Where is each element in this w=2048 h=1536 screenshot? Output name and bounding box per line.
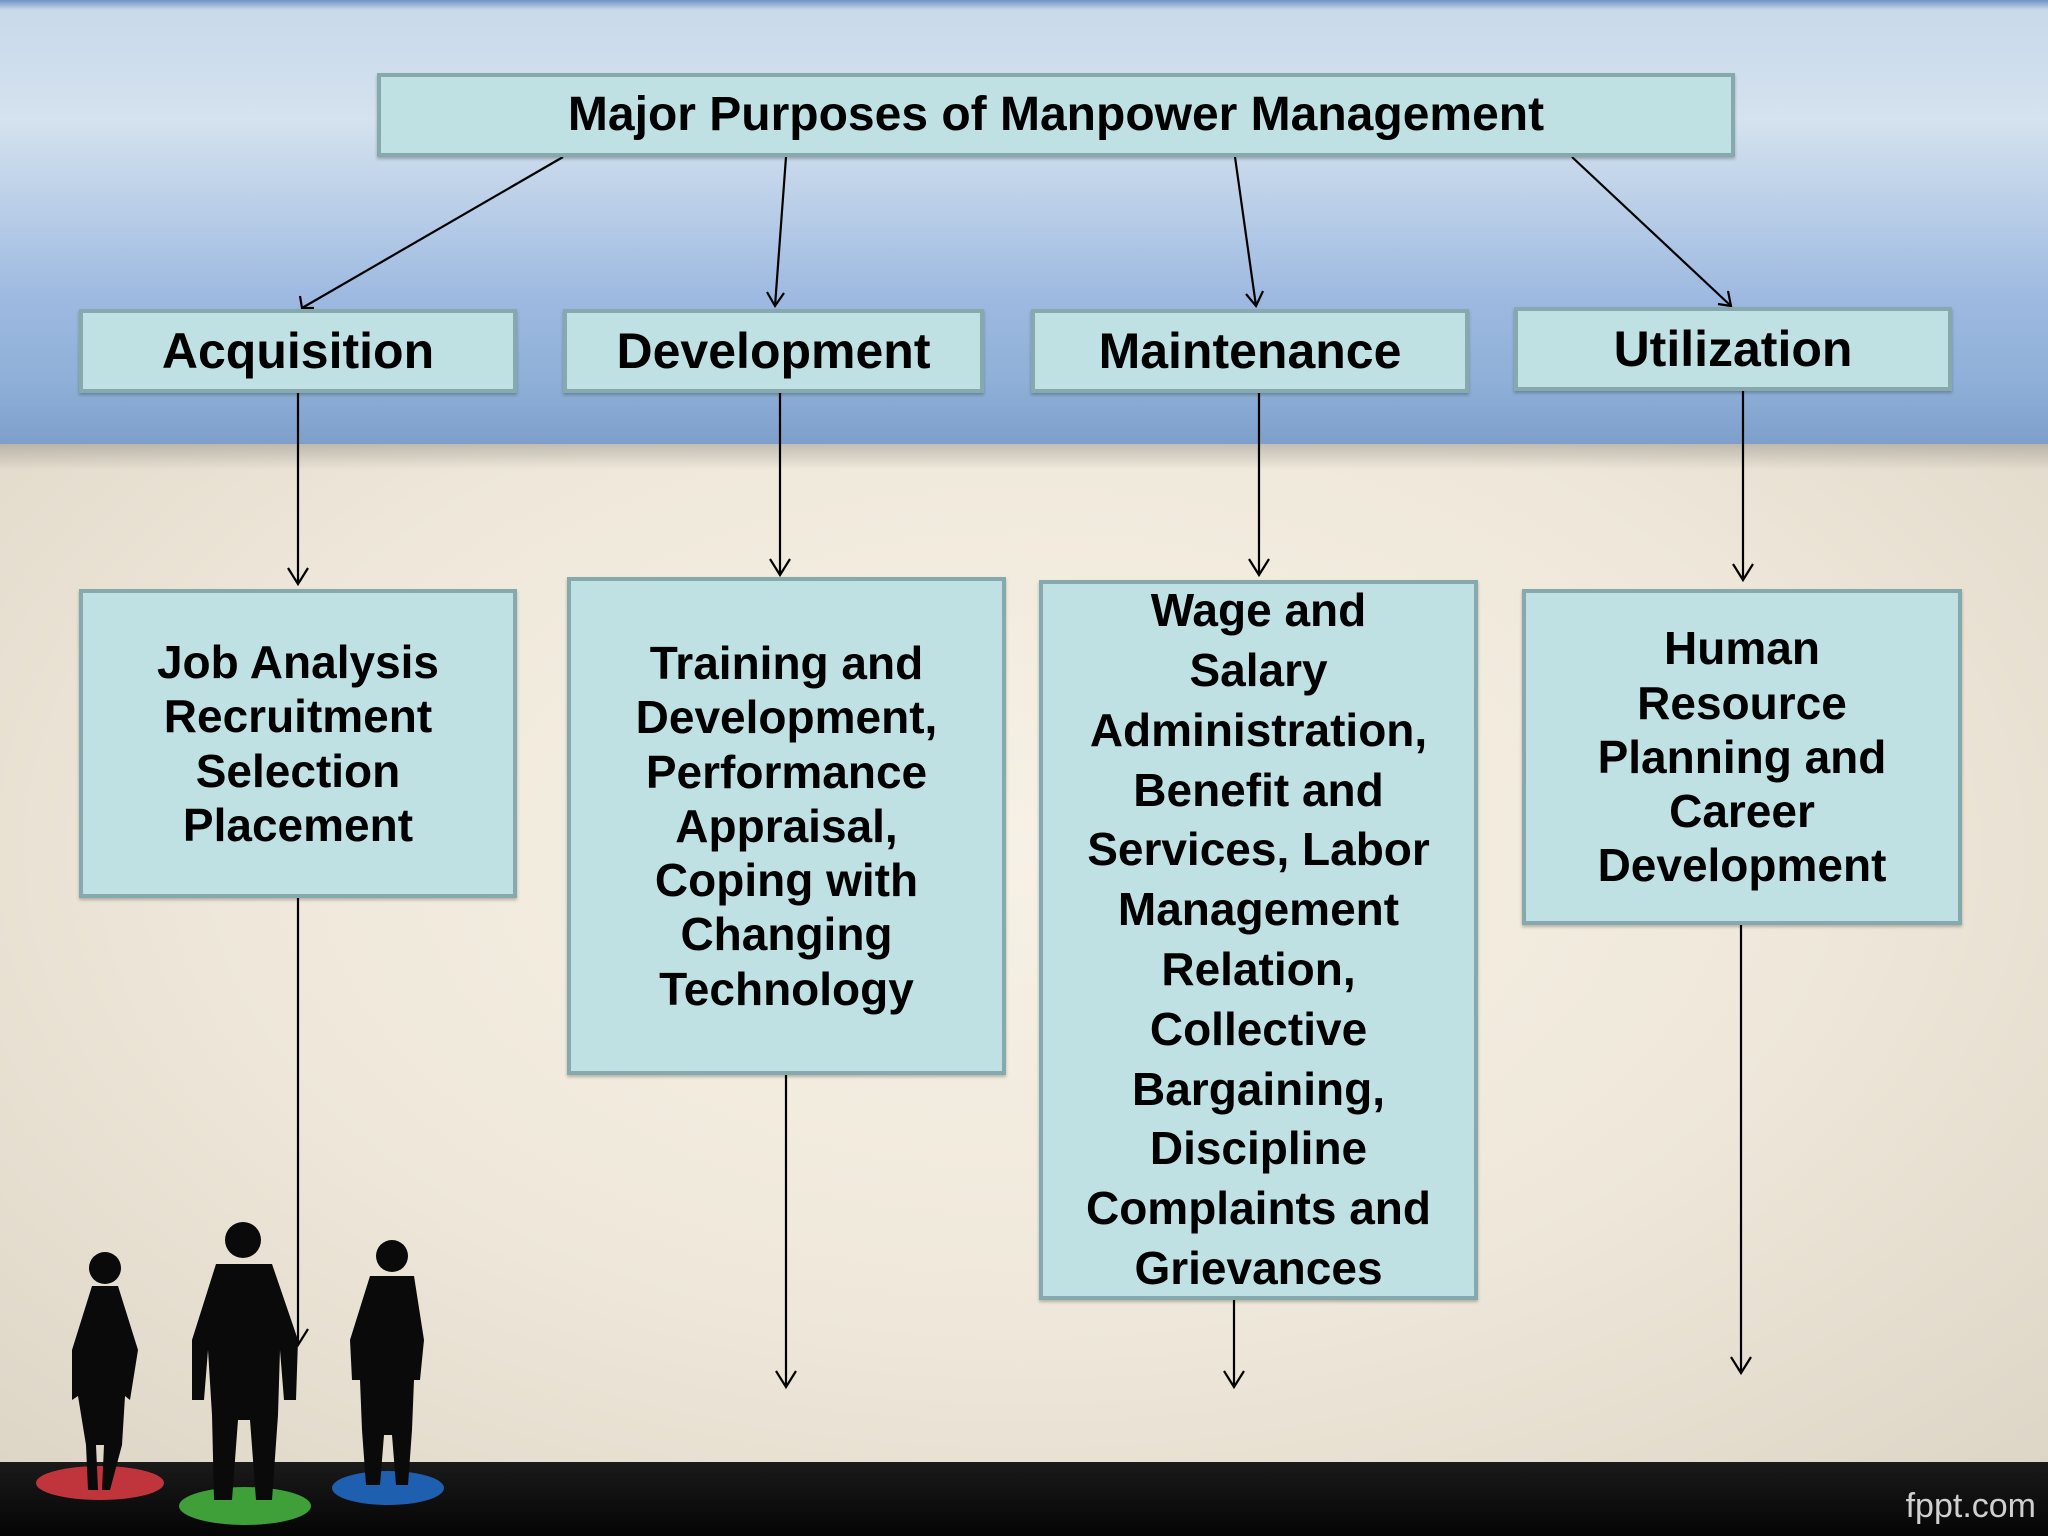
detail-maintenance: Wage and Salary Administration, Benefit …: [1039, 580, 1478, 1300]
arrow-title-to-development: [773, 156, 788, 307]
background-floor: [0, 1462, 2048, 1536]
footer-credit: fppt.com: [1905, 1487, 2036, 1525]
category-maintenance: Maintenance: [1031, 309, 1469, 393]
arrowhead-acquisition: [298, 295, 314, 310]
arrowhead-maintenance-down: [1223, 1370, 1245, 1390]
detail-acquisition: Job Analysis Recruitment Selection Place…: [79, 589, 517, 898]
category-development: Development: [563, 309, 984, 393]
arrow-title-to-utilization: [1571, 156, 1732, 307]
red-spot: [36, 1466, 164, 1500]
detail-development: Training and Development, Performance Ap…: [567, 577, 1006, 1075]
background-shadow: [0, 444, 2048, 470]
arrow-title-to-acquisition: [301, 156, 564, 309]
category-utilization: Utilization: [1514, 307, 1952, 391]
arrowhead-development: [766, 291, 785, 309]
arrowhead-utilization: [1717, 290, 1733, 308]
people-silhouettes-icon: [36, 1222, 444, 1525]
blue-spot: [332, 1471, 444, 1505]
arrowhead-maintenance: [1245, 290, 1264, 309]
arrowhead-development-down: [775, 1370, 797, 1390]
arrowhead-utilization-down: [1730, 1356, 1752, 1376]
arrow-title-to-maintenance: [1233, 156, 1258, 307]
green-spot: [179, 1487, 311, 1525]
arrowhead-utilization-detail: [1732, 563, 1754, 583]
arrowhead-acquisition-detail: [287, 567, 309, 587]
arrowhead-maintenance-detail: [1248, 558, 1270, 578]
detail-utilization: Human Resource Planning and Career Devel…: [1522, 589, 1962, 925]
arrowhead-development-detail: [769, 558, 791, 578]
diagram-title: Major Purposes of Manpower Management: [377, 73, 1735, 157]
category-acquisition: Acquisition: [79, 309, 517, 393]
